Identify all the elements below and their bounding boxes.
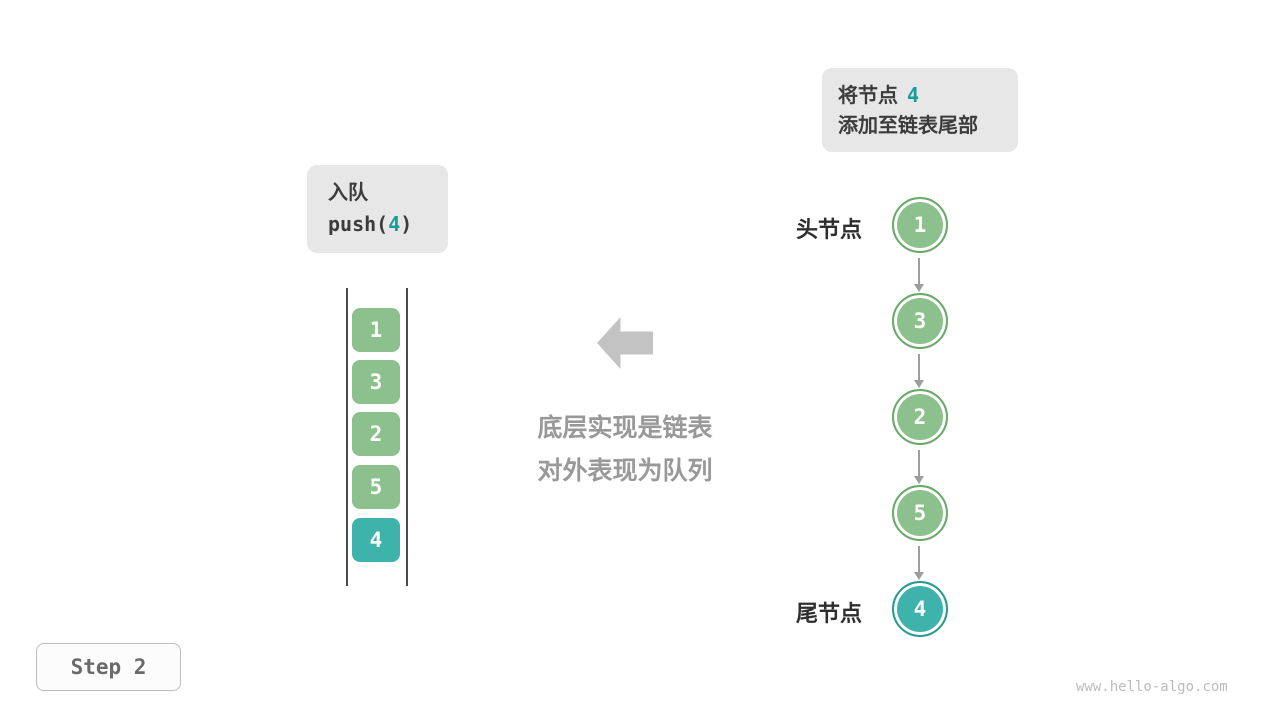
list-node: 1	[892, 197, 948, 253]
head-node-label: 头节点	[795, 217, 862, 242]
queue-item: 2	[352, 412, 400, 456]
arrow-down-icon	[914, 450, 924, 484]
arrow-left-icon	[597, 317, 653, 369]
queue-item: 3	[352, 360, 400, 404]
annotation-box: 将节点 4 添加至链表尾部	[822, 68, 1018, 152]
center-note-line1: 底层实现是链表	[537, 414, 713, 442]
operation-code: push(4)	[328, 209, 427, 240]
operation-code-value: 4	[388, 212, 401, 236]
queue-item: 5	[352, 465, 400, 509]
step-badge: Step 2	[36, 643, 181, 691]
list-node: 5	[892, 485, 948, 541]
operation-title: 入队	[328, 182, 368, 204]
list-node: 2	[892, 389, 948, 445]
annotation-line1: 将节点 4	[838, 80, 1002, 111]
queue-item: 4	[352, 518, 400, 562]
queue-right-wall	[406, 288, 408, 586]
center-note-line2: 对外表现为队列	[537, 457, 713, 485]
list-node: 3	[892, 293, 948, 349]
annotation-line1-text: 将节点	[838, 85, 898, 107]
arrow-down-icon	[914, 258, 924, 292]
arrow-down-icon	[914, 354, 924, 388]
queue-item: 1	[352, 308, 400, 352]
operation-code-suffix: )	[400, 212, 413, 236]
operation-code-prefix: push(	[328, 212, 389, 236]
queue-left-wall	[346, 288, 348, 586]
list-node: 4	[892, 581, 948, 637]
annotation-line1-value: 4	[907, 83, 920, 107]
center-note: 底层实现是链表 对外表现为队列	[460, 407, 790, 493]
operation-box: 入队 push(4)	[307, 165, 448, 253]
annotation-line2: 添加至链表尾部	[838, 115, 978, 137]
watermark: www.hello-algo.com	[1076, 679, 1228, 695]
arrow-down-icon	[914, 546, 924, 580]
tail-node-label: 尾节点	[795, 601, 862, 626]
